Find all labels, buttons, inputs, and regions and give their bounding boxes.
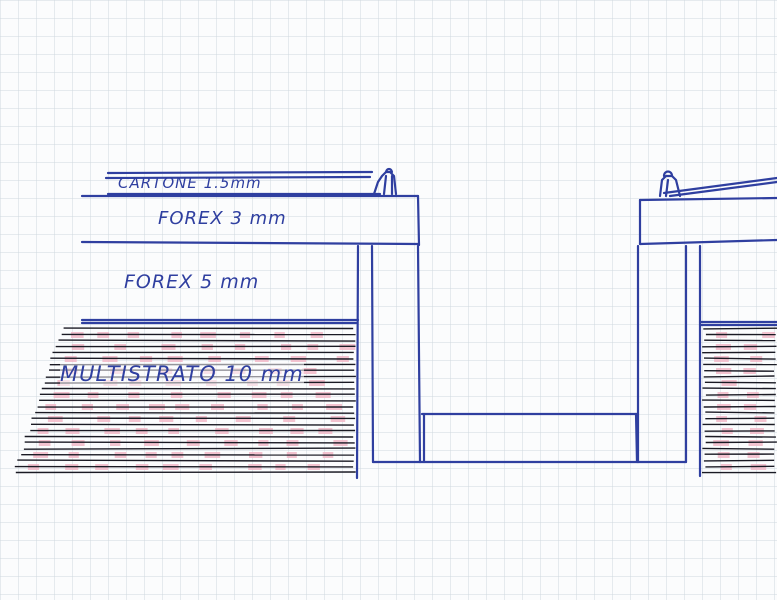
plywood-core-fill	[251, 392, 267, 398]
plywood-core-fill	[47, 416, 63, 422]
plywood-core-fill	[128, 392, 140, 398]
right-post	[636, 244, 688, 464]
forex3-layer-right	[638, 196, 777, 246]
plywood-core-fill	[97, 416, 111, 422]
plywood-veneer-line	[704, 381, 776, 384]
plywood-veneer-line	[705, 465, 775, 468]
plywood-core-fill	[159, 416, 174, 422]
forex3-layer-left	[80, 194, 421, 247]
plywood-veneer-line	[703, 327, 777, 330]
plywood-core-fill	[747, 452, 760, 458]
cartone-layer-label: CARTONE 1.5mm	[118, 174, 262, 192]
plywood-veneer-line	[702, 387, 776, 390]
plywood-veneer-line	[705, 411, 775, 414]
clip-right-detail	[658, 170, 682, 198]
plywood-veneer-line	[35, 411, 355, 414]
plywood-veneer-line	[703, 375, 775, 378]
plywood-veneer-line	[50, 357, 354, 360]
plywood-veneer-line	[705, 435, 776, 438]
plywood-core-fill	[53, 392, 70, 398]
forex5-layer-right	[698, 244, 777, 478]
plywood-veneer-line	[703, 405, 776, 408]
cartone-layer-left	[104, 170, 382, 196]
plywood-core-fill	[170, 392, 183, 398]
plywood-veneer-line	[23, 447, 356, 450]
plywood-veneer-line	[17, 459, 354, 462]
multistrato-layer-label: MULTISTRATO 10 mm	[60, 362, 304, 386]
plywood-veneer-line	[15, 471, 356, 474]
plywood-core-fill	[128, 416, 141, 422]
plywood-veneer-line	[703, 459, 775, 462]
cartone-layer-right	[662, 176, 777, 198]
plywood-veneer-line	[703, 357, 776, 360]
plywood-veneer-line	[702, 447, 775, 450]
clip-left-detail	[372, 167, 398, 196]
plywood-core-fill	[38, 440, 51, 446]
plywood-core-fill	[315, 392, 331, 398]
forex5-layer-left	[80, 244, 360, 480]
plywood-core-fill	[87, 392, 99, 398]
plywood-veneer-line	[39, 399, 356, 402]
plywood-veneer-line	[58, 339, 356, 342]
plywood-veneer-line	[705, 417, 775, 420]
plywood-core-fill	[217, 392, 231, 398]
forex5-layer-label: FOREX 5 mm	[124, 271, 260, 293]
plywood-core-fill	[748, 440, 763, 446]
multistrato-layer-right	[702, 327, 777, 474]
plywood-veneer-line	[24, 435, 354, 438]
plywood-core-fill	[64, 356, 77, 362]
left-post	[370, 244, 422, 464]
plywood-veneer-line	[702, 345, 777, 348]
forex3-layer-label: FOREX 3 mm	[158, 208, 287, 229]
plywood-core-fill	[717, 452, 730, 458]
plywood-veneer-line	[30, 423, 354, 426]
plywood-veneer-line	[24, 441, 355, 444]
plywood-veneer-line	[705, 393, 776, 396]
plywood-core-fill	[71, 440, 85, 446]
plywood-veneer-line	[704, 370, 775, 372]
central-channel	[418, 412, 640, 464]
plywood-core-fill	[280, 392, 293, 398]
plywood-core-fill	[302, 368, 317, 374]
